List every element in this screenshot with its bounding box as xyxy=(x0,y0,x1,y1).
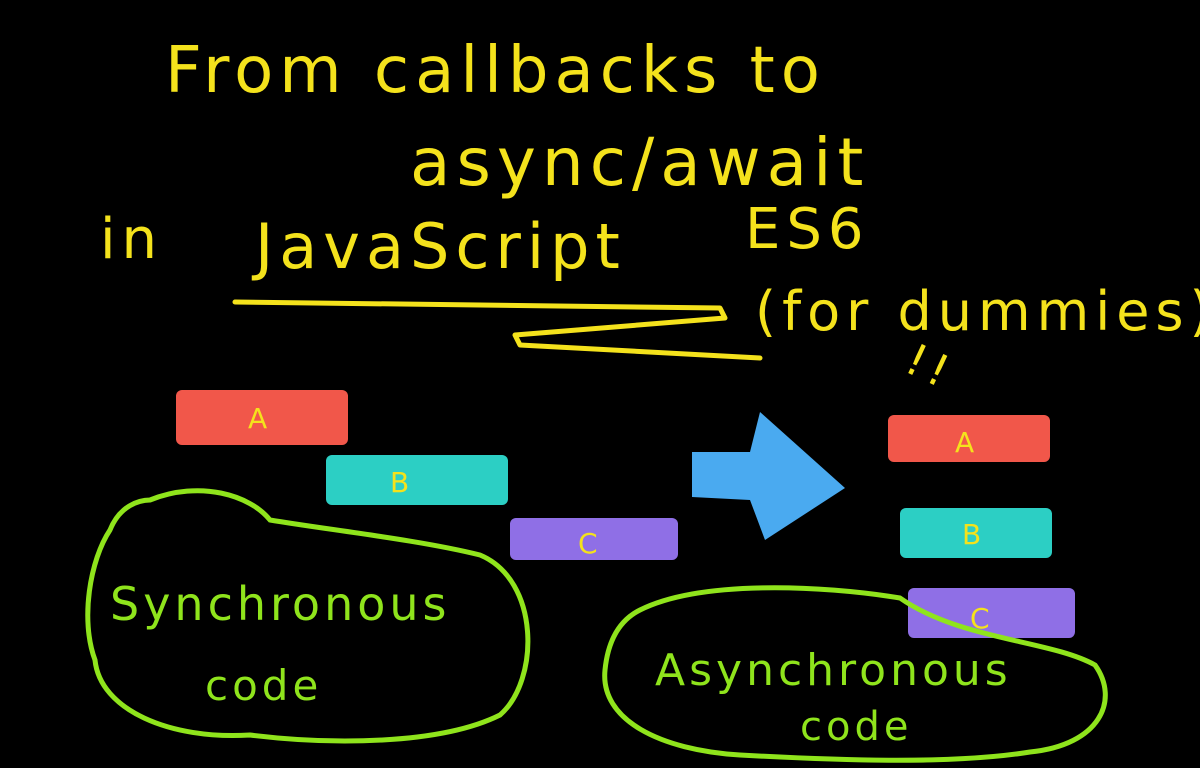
block-label: B xyxy=(962,518,981,551)
title-javascript: JavaScript xyxy=(251,210,626,283)
async-cloud-outline xyxy=(602,585,1108,763)
block-rect xyxy=(326,455,508,505)
sync-cloud-line-1: Synchronous xyxy=(110,577,450,631)
block-label: C xyxy=(970,602,990,635)
async-block-c: C xyxy=(908,588,1075,638)
title-in: in xyxy=(100,207,163,272)
async-cloud-line-1: Asynchronous xyxy=(655,645,1012,696)
block-label: A xyxy=(248,402,267,435)
block-rect xyxy=(908,588,1075,638)
block-label: A xyxy=(955,426,974,459)
right-arrow-icon xyxy=(692,412,845,540)
block-rect xyxy=(900,508,1052,558)
block-label: B xyxy=(390,466,409,499)
sync-block-a: A xyxy=(176,390,348,445)
async-cloud-line-2: code xyxy=(800,704,912,750)
sync-block-b: B xyxy=(326,455,508,505)
title-line-2: async/await xyxy=(410,124,869,201)
sync-cloud-line-2: code xyxy=(205,661,322,710)
block-rect xyxy=(176,390,348,445)
exclamation-marks: !! xyxy=(898,334,962,400)
title-es6: ES6 xyxy=(745,197,870,262)
sync-block-c: C xyxy=(510,518,678,560)
block-rect xyxy=(510,518,678,560)
title-line-1: From callbacks to xyxy=(165,34,826,108)
block-label: C xyxy=(578,527,598,560)
async-block-a: A xyxy=(888,415,1050,462)
javascript-underline xyxy=(232,299,763,361)
title-for-dummies: (for dummies) xyxy=(755,280,1200,343)
async-block-b: B xyxy=(900,508,1052,558)
block-rect xyxy=(888,415,1050,462)
sync-cloud-outline xyxy=(85,488,531,744)
